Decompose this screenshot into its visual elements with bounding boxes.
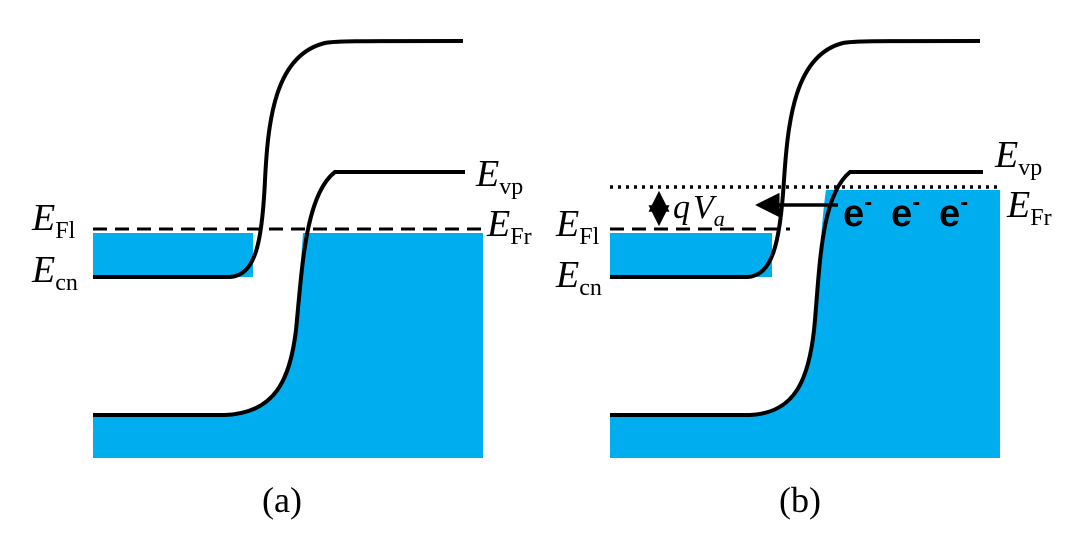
label-e-cn: Ecn	[555, 254, 602, 301]
valence-band-curve	[610, 170, 983, 417]
label-e-vp-main: E	[475, 153, 499, 195]
right-electron-fill	[610, 190, 1000, 458]
label-e-fl-main: E	[555, 203, 579, 245]
left-n-side-electron-fill	[93, 233, 253, 277]
label-e-cn-sub: cn	[55, 270, 78, 296]
label-e-cn: Ecn	[31, 249, 78, 296]
label-e-vp: Evp	[475, 153, 523, 200]
label-qva-sub: a	[714, 206, 725, 231]
label-qva-q: q	[673, 189, 690, 226]
label-e-fl-main: E	[31, 197, 55, 239]
left-n-side-electron-fill	[610, 233, 772, 277]
label-e-fl-sub: Fl	[55, 218, 75, 244]
electron-1-sup: -	[864, 189, 872, 216]
label-e-fl: EFl	[31, 197, 76, 244]
label-e-vp-sub: vp	[499, 174, 523, 200]
caption-b: (b)	[779, 480, 821, 520]
panel-a: EFl Ecn Evp EFr (a)	[31, 39, 532, 520]
label-e-fr: EFr	[1006, 184, 1052, 231]
label-e-cn-main: E	[31, 249, 55, 291]
conduction-band-curve	[610, 39, 981, 279]
label-e-vp: Evp	[994, 134, 1042, 181]
electron-symbol: e-	[843, 189, 872, 235]
label-qva: qVa	[673, 189, 725, 231]
caption-a: (a)	[262, 480, 302, 520]
electron-symbol: e-	[891, 189, 920, 235]
panel-b: qVa e- e- e- EFl Ecn Evp EFr (b)	[555, 39, 1052, 520]
electron-2-sup: -	[912, 189, 920, 216]
label-e-fr-main: E	[486, 203, 510, 245]
right-electron-fill	[93, 233, 483, 458]
label-e-vp-sub: vp	[1018, 155, 1042, 181]
electron-3-base: e	[939, 193, 960, 235]
label-e-fr-sub: Fr	[1030, 205, 1051, 231]
label-e-fr-main: E	[1006, 184, 1030, 226]
valence-band-curve	[93, 170, 465, 417]
electron-2-base: e	[891, 193, 912, 235]
conduction-band-curve	[93, 39, 464, 279]
label-e-fr: EFr	[486, 203, 532, 250]
electron-symbol: e-	[939, 189, 968, 235]
electron-3-sup: -	[960, 189, 968, 216]
label-e-fl-sub: Fl	[579, 224, 599, 250]
label-e-cn-sub: cn	[579, 275, 602, 301]
label-e-fr-sub: Fr	[510, 224, 531, 250]
label-e-vp-main: E	[994, 134, 1018, 176]
label-e-cn-main: E	[555, 254, 579, 296]
electron-1-base: e	[843, 193, 864, 235]
label-e-fl: EFl	[555, 203, 600, 250]
